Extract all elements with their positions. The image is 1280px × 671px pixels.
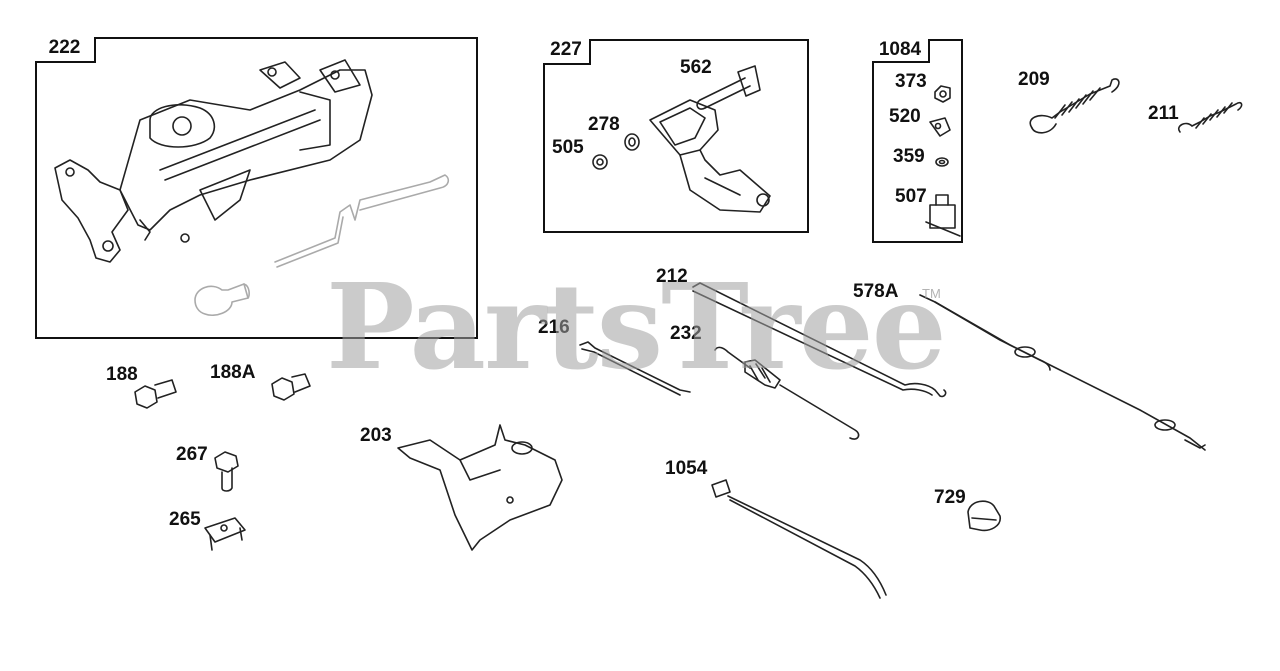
group-label-227[interactable]: 227 — [543, 39, 591, 65]
group-frame-222 — [35, 37, 478, 339]
group-frame-227 — [543, 39, 809, 233]
group-frame-1084 — [872, 39, 963, 243]
part-label-507[interactable]: 507 — [895, 186, 927, 207]
part-label-278[interactable]: 278 — [588, 114, 620, 135]
governor-link-illustration[interactable] — [579, 341, 691, 396]
part-label-211[interactable]: 211 — [1148, 103, 1179, 124]
part-label-188A[interactable]: 188A — [210, 362, 256, 383]
governor-bracket-illustration[interactable] — [54, 59, 373, 263]
part-label-216[interactable]: 216 — [538, 317, 570, 338]
part-label-209[interactable]: 209 — [1018, 69, 1050, 90]
cable-tie-illustration[interactable] — [711, 479, 887, 599]
watermark-logo: PartsTree — [326, 257, 947, 396]
part-label-373[interactable]: 373 — [895, 71, 927, 92]
part-label-203[interactable]: 203 — [360, 425, 392, 446]
control-bracket-illustration[interactable] — [397, 424, 563, 551]
part-label-1054[interactable]: 1054 — [665, 458, 708, 479]
part-label-212[interactable]: 212 — [656, 266, 688, 287]
part-label-188[interactable]: 188 — [106, 364, 138, 385]
part-label-265[interactable]: 265 — [169, 509, 201, 530]
screws-illustration[interactable] — [134, 373, 311, 551]
part-label-729[interactable]: 729 — [934, 487, 966, 508]
part-label-267[interactable]: 267 — [176, 444, 208, 465]
part-label-578A[interactable]: 578A — [853, 281, 899, 302]
control-cable-illustration[interactable] — [919, 294, 1206, 451]
part-label-562[interactable]: 562 — [680, 57, 712, 78]
control-kit-illustration[interactable] — [925, 85, 961, 237]
cable-clip-illustration[interactable] — [967, 500, 1001, 532]
throttle-rod-illustration[interactable] — [692, 282, 947, 398]
part-label-505[interactable]: 505 — [552, 137, 584, 158]
group-label-222[interactable]: 222 — [35, 37, 96, 63]
part-label-359[interactable]: 359 — [893, 146, 925, 167]
group-label-1084[interactable]: 1084 — [872, 39, 930, 63]
governor-spring-illustration[interactable] — [714, 346, 860, 440]
part-label-520[interactable]: 520 — [889, 106, 921, 127]
governor-rod-illustration[interactable] — [194, 174, 450, 317]
throttle-lever-illustration[interactable] — [592, 65, 771, 213]
watermark-trademark: TM — [922, 286, 941, 301]
part-label-232[interactable]: 232 — [670, 323, 702, 344]
extension-springs-illustration[interactable] — [1029, 78, 1243, 134]
